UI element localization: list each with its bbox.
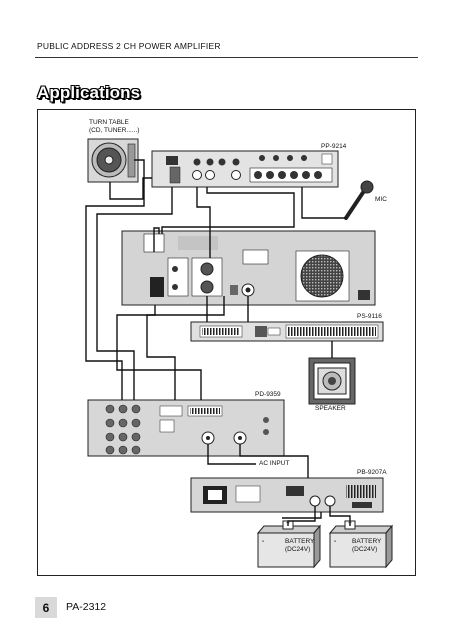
- battery2-label-line1: BATTERY: [352, 538, 382, 545]
- battery-unit-pb9207a: [190, 477, 384, 513]
- preamp-label: PP-9214: [321, 143, 347, 150]
- mic-label: MIC: [375, 196, 387, 203]
- battery2-plus: +: [348, 520, 352, 527]
- battery1-label-line1: BATTERY: [285, 538, 315, 545]
- cables: [85, 159, 351, 526]
- diagram-frame: [37, 109, 416, 576]
- section-title: Applications: [37, 83, 141, 102]
- speaker-label: SPEAKER: [315, 405, 346, 412]
- footer-model: PA-2312: [66, 601, 107, 613]
- page-number: 6: [35, 597, 57, 618]
- battery2-label-line2: (DC24V): [352, 546, 378, 553]
- battery-2: [328, 520, 394, 569]
- distributor-pd9359: [87, 399, 285, 457]
- turntable-device: [87, 138, 139, 183]
- ac-input-label: AC INPUT: [259, 460, 290, 467]
- running-header: PUBLIC ADDRESS 2 CH POWER AMPLIFIER: [37, 41, 221, 51]
- battery1-label-line2: (DC24V): [285, 546, 311, 553]
- switcher-label: PS-9116: [357, 313, 382, 320]
- turntable-label-line1: TURN TABLE: [89, 119, 129, 126]
- battery1-plus: +: [286, 520, 290, 527]
- battery1-minus: -: [262, 538, 265, 545]
- battery-unit-label: PB-9207A: [357, 469, 387, 476]
- power-amplifier: [121, 230, 376, 306]
- speaker-device: [308, 357, 356, 405]
- turntable-label-line2: (CD, TUNER......): [89, 127, 140, 134]
- preamp-pp9214: [151, 150, 339, 188]
- distributor-label: PD-9359: [255, 391, 281, 398]
- header-rule: [35, 57, 418, 58]
- switcher-ps9116: [190, 321, 384, 342]
- mic-device: [344, 180, 374, 220]
- battery2-minus: -: [334, 538, 337, 545]
